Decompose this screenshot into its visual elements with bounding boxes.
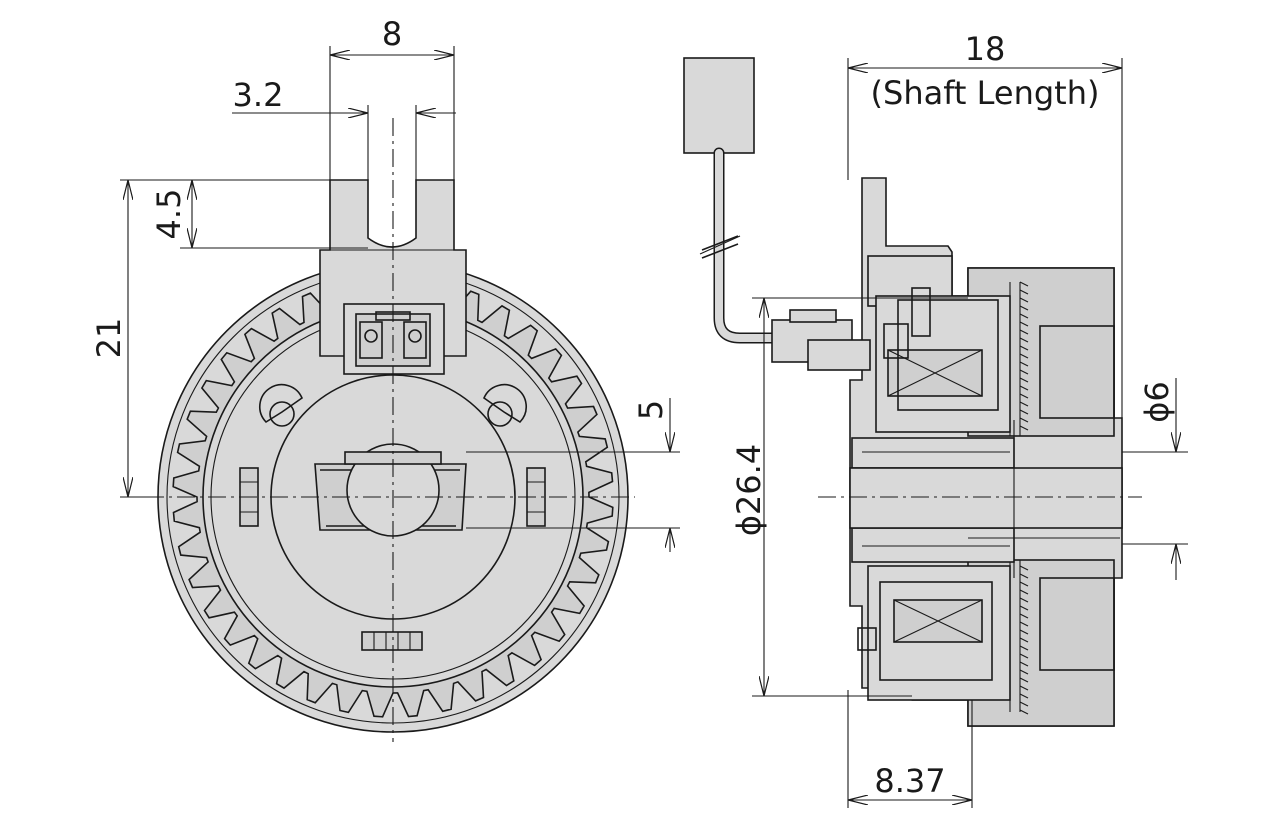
serration-mark bbox=[1019, 581, 1029, 587]
serration-mark bbox=[1019, 629, 1029, 635]
serration-mark bbox=[1019, 313, 1029, 319]
serration-mark bbox=[1019, 329, 1029, 335]
serration-mark bbox=[1019, 565, 1029, 571]
serration-mark bbox=[1019, 281, 1029, 287]
side-dimensions: 18 (Shaft Length) ϕ26.4 ϕ6 8.37 bbox=[730, 30, 1188, 808]
serration-mark bbox=[1019, 289, 1029, 295]
dim-slot-gap: 3.2 bbox=[233, 76, 284, 114]
serration-mark bbox=[1019, 621, 1029, 627]
mounting-lug-left bbox=[259, 383, 303, 427]
serration-mark bbox=[1019, 393, 1029, 399]
connector-pin-left bbox=[359, 321, 383, 359]
serration-mark bbox=[1019, 589, 1029, 595]
lead-wire bbox=[713, 147, 784, 344]
serration-mark bbox=[1019, 305, 1029, 311]
dim-slot-width: 8 bbox=[382, 15, 402, 53]
lead-wire-terminal bbox=[683, 57, 755, 154]
dim-flat-offset: 5 bbox=[632, 400, 670, 420]
serration-mark bbox=[1019, 613, 1029, 619]
serration-mark bbox=[1019, 361, 1029, 367]
rotor-serrations bbox=[1019, 281, 1029, 715]
dim-height-to-center: 21 bbox=[90, 318, 128, 359]
serration-mark bbox=[1019, 685, 1029, 691]
serration-mark bbox=[1019, 573, 1029, 579]
serration-mark bbox=[1019, 701, 1029, 707]
serration-mark bbox=[1019, 677, 1029, 683]
serration-mark bbox=[1019, 353, 1029, 359]
serration-mark bbox=[1019, 653, 1029, 659]
serration-mark bbox=[1019, 297, 1029, 303]
dim-shaft-diameter: ϕ6 bbox=[1138, 381, 1176, 422]
serration-mark bbox=[1019, 409, 1029, 415]
dim-shaft-length: 18 bbox=[965, 30, 1006, 68]
serration-mark bbox=[1019, 425, 1029, 431]
central-bore bbox=[314, 443, 467, 537]
serration-mark bbox=[1019, 417, 1029, 423]
serration-mark bbox=[1019, 669, 1029, 675]
serration-mark bbox=[1019, 637, 1029, 643]
bottom-tab bbox=[361, 631, 423, 651]
serration-mark bbox=[1019, 345, 1029, 351]
serration-mark bbox=[1019, 369, 1029, 375]
dim-shaft-length-note: (Shaft Length) bbox=[871, 74, 1100, 112]
dim-mount-offset: 8.37 bbox=[874, 762, 945, 800]
serration-mark bbox=[1019, 693, 1029, 699]
mounting-lug-right bbox=[483, 383, 527, 427]
serration-mark bbox=[1019, 321, 1029, 327]
side-view bbox=[683, 57, 1142, 727]
front-view bbox=[146, 118, 635, 742]
serration-mark bbox=[1019, 597, 1029, 603]
serration-mark bbox=[1019, 385, 1029, 391]
serration-mark bbox=[1019, 401, 1029, 407]
front-dimensions: 8 3.2 4.5 21 5 bbox=[90, 15, 680, 552]
serration-mark bbox=[1019, 337, 1029, 343]
dim-slot-depth: 4.5 bbox=[150, 189, 188, 240]
connector-pin-right bbox=[403, 321, 427, 359]
serration-mark bbox=[1019, 377, 1029, 383]
serration-mark bbox=[1019, 661, 1029, 667]
serration-mark bbox=[1019, 709, 1029, 715]
serration-mark bbox=[1019, 645, 1029, 651]
dim-outer-diameter: ϕ26.4 bbox=[730, 444, 768, 536]
shaft bbox=[849, 467, 1123, 529]
serration-mark bbox=[1019, 605, 1029, 611]
